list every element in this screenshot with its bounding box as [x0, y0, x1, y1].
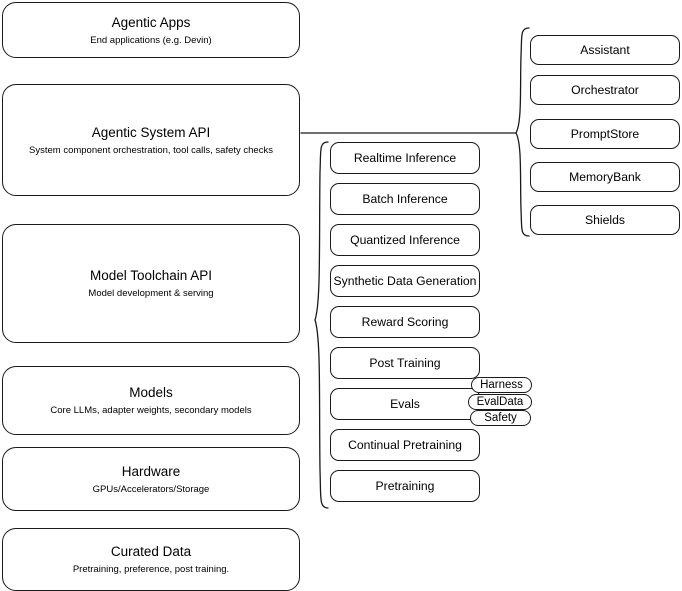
system-component-label: Assistant: [580, 43, 630, 57]
eval-subcomponent-evaldata[interactable]: EvalData: [468, 394, 532, 410]
system-component-label: MemoryBank: [569, 170, 641, 184]
capability-reward-scoring[interactable]: Reward Scoring: [330, 306, 480, 338]
capability-label: Synthetic Data Generation: [333, 274, 477, 288]
layer-curated-data[interactable]: Curated Data Pretraining, preference, po…: [2, 528, 300, 591]
layer-subtitle: End applications (e.g. Devin): [90, 34, 212, 46]
layer-subtitle: System component orchestration, tool cal…: [29, 144, 273, 156]
eval-subcomponent-label: EvalData: [476, 396, 524, 408]
layer-subtitle: Pretraining, preference, post training.: [72, 564, 230, 575]
system-component-assistant[interactable]: Assistant: [530, 35, 680, 65]
layer-hardware[interactable]: Hardware GPUs/Accelerators/Storage: [2, 447, 300, 511]
capability-realtime-inference[interactable]: Realtime Inference: [330, 142, 480, 174]
layer-subtitle: GPUs/Accelerators/Storage: [92, 483, 210, 495]
layer-title: Models: [129, 385, 173, 400]
eval-subcomponent-label: Harness: [480, 379, 523, 391]
system-component-label: Orchestrator: [571, 83, 639, 97]
capability-label: Evals: [390, 397, 420, 411]
brace-toolchain-capabilities: [314, 141, 329, 509]
layer-models[interactable]: Models Core LLMs, adapter weights, secon…: [2, 366, 300, 435]
layer-title: Agentic Apps: [111, 14, 191, 30]
layer-subtitle: Model development & serving: [88, 288, 214, 299]
capability-label: Realtime Inference: [353, 151, 457, 165]
capability-label: Quantized Inference: [350, 233, 460, 247]
capability-post-training[interactable]: Post Training: [330, 347, 480, 379]
system-component-label: PromptStore: [570, 127, 640, 141]
system-component-memorybank[interactable]: MemoryBank: [530, 162, 680, 192]
capability-label: Reward Scoring: [361, 315, 449, 329]
capability-pretraining[interactable]: Pretraining: [330, 470, 480, 502]
eval-subcomponent-safety[interactable]: Safety: [470, 410, 531, 426]
capability-label: Batch Inference: [362, 192, 448, 206]
layer-subtitle: Core LLMs, adapter weights, secondary mo…: [50, 405, 252, 416]
capability-continual-pretraining[interactable]: Continual Pretraining: [330, 429, 480, 461]
layer-title: Agentic System API: [91, 124, 211, 140]
layer-agentic-system-api[interactable]: Agentic System API System component orch…: [2, 84, 300, 196]
eval-subcomponent-label: Safety: [484, 412, 517, 424]
capability-synthetic-data-generation[interactable]: Synthetic Data Generation: [330, 265, 480, 297]
layer-title: Model Toolchain API: [89, 268, 213, 283]
capability-label: Post Training: [369, 356, 441, 370]
system-component-label: Shields: [585, 213, 625, 227]
layer-model-toolchain-api[interactable]: Model Toolchain API Model development & …: [2, 224, 300, 343]
capability-evals[interactable]: Evals: [330, 388, 480, 420]
layer-agentic-apps[interactable]: Agentic Apps End applications (e.g. Devi…: [2, 2, 300, 58]
layer-title: Curated Data: [110, 544, 192, 559]
brace-system-components: [515, 27, 530, 237]
layer-title: Hardware: [121, 463, 181, 479]
capability-quantized-inference[interactable]: Quantized Inference: [330, 224, 480, 256]
system-component-shields[interactable]: Shields: [530, 205, 680, 235]
system-component-orchestrator[interactable]: Orchestrator: [530, 75, 680, 105]
system-component-promptstore[interactable]: PromptStore: [530, 119, 680, 149]
eval-subcomponent-harness[interactable]: Harness: [471, 377, 532, 393]
capability-label: Continual Pretraining: [348, 438, 462, 452]
capability-batch-inference[interactable]: Batch Inference: [330, 183, 480, 215]
capability-label: Pretraining: [375, 479, 435, 493]
